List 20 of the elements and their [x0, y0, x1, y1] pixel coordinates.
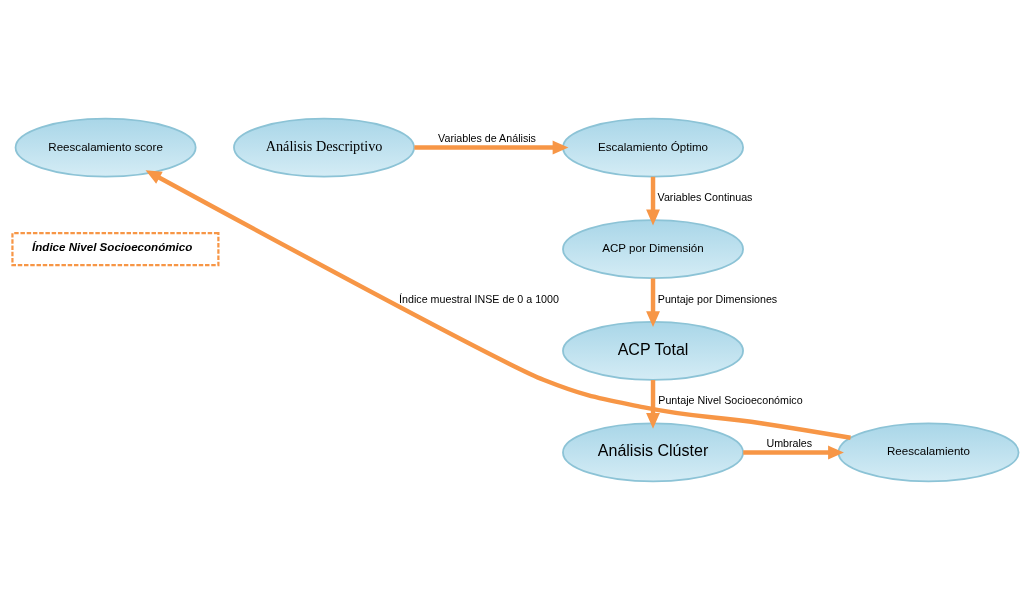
- edge-label: Variables de Análisis: [438, 131, 536, 144]
- arrow: [646, 176, 660, 226]
- edge-label: Puntaje por Dimensiones: [657, 292, 778, 305]
- arrow: [414, 140, 569, 155]
- node-ellipse: Análisis Clúster: [562, 422, 744, 483]
- edge-label: Puntaje Nivel Socioeconómico: [658, 394, 803, 407]
- arrow: [646, 380, 660, 429]
- node-ellipse: ACP por Dimensión: [562, 219, 744, 280]
- arrow: [743, 445, 844, 460]
- edge-label: Variables Continuas: [657, 191, 753, 204]
- node-box: Índice Nivel Socioeconómico: [11, 232, 220, 267]
- arrow: [646, 278, 660, 328]
- arrow: [145, 170, 851, 440]
- node-ellipse: Reescalamiento score: [14, 117, 197, 178]
- edge-label: Índice muestral INSE de 0 a 1000: [399, 292, 559, 305]
- node-ellipse: ACP Total: [562, 320, 744, 381]
- node-ellipse: Reescalamiento: [837, 422, 1020, 483]
- node-ellipse: Escalamiento Óptimo: [562, 117, 744, 178]
- node-ellipse: Análisis Descriptivo: [233, 117, 415, 178]
- edge-label: Umbrales: [766, 436, 813, 449]
